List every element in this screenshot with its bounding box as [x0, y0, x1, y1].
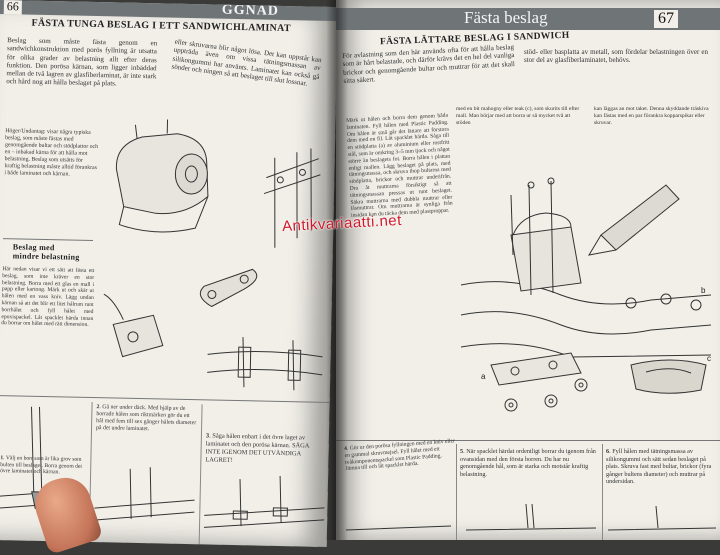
left-divider-1 [2, 238, 93, 241]
right-steps-sep-2 [602, 444, 603, 540]
illustration-sandwich-fitting: a b c [460, 177, 712, 412]
illustration-drilling-steps [0, 406, 325, 528]
right-col1-body: Märk ut hålen och borra dem genom båda l… [346, 112, 453, 220]
left-subheading: Beslag med mindre belastning [12, 242, 80, 262]
right-col3-mid: kan läggas an mot taket. Denna skyddande… [594, 106, 709, 126]
left-banner-fragment: GGNAD [221, 2, 280, 19]
right-page-number: 67 [654, 10, 678, 28]
book-spine [326, 0, 348, 540]
step-5-desc: När spacklet härdat ordentligt borrar du… [460, 448, 596, 478]
right-steps-sep-1 [456, 444, 457, 540]
left-page-number: 66 [3, 0, 23, 15]
right-col2-mid: med en bit mahogny eller teak (c), som s… [456, 106, 580, 126]
left-page: 66 GGNAD FÄSTA TUNGA BESLAG I ETT SANDWI… [0, 0, 338, 547]
step-6-number: 6 [606, 448, 610, 455]
right-banner-title: Fästa beslag [464, 8, 548, 27]
callout-c: c [707, 354, 711, 363]
right-col2-top: stöd- eller basplatta av metall, som för… [524, 48, 708, 65]
step-4-desc: Gör ur den porösa fyllningen med en kniv… [344, 438, 456, 473]
step-5-number: 5 [460, 448, 464, 455]
step-5-text: 5. När spacklet härdat ordentligt borrar… [460, 448, 596, 478]
left-body: Här nedan visar vi ett sätt att fästa et… [1, 266, 95, 329]
step-4-text: 4. Gör ur den porösa fyllningen med en k… [344, 438, 456, 473]
callout-a: a [481, 372, 486, 381]
step-6-text: 6. Fyll hålen med tätningsmassa av silik… [606, 448, 712, 486]
right-page: Fästa beslag 67 FÄSTA LÄTTARE BESLAG I S… [336, 0, 720, 540]
step-6-desc: Fyll hålen med tätningsmassa av silikong… [606, 448, 712, 486]
illustration-heavy-fittings [103, 119, 323, 391]
callout-b: b [701, 286, 706, 295]
right-col1-top: För avlastning som den här används ofta … [342, 42, 516, 85]
right-banner [336, 8, 720, 30]
left-section-title: FÄSTA TUNGA BESLAG I ETT SANDWICHLAMINAT [31, 17, 291, 35]
left-col1-intro: Beslag som måste fästa genom en sandwich… [6, 36, 158, 88]
left-col2-intro: eller skruvarna blir något lösa. Det kan… [171, 37, 323, 88]
left-caption: Höger/Undantag: visar några typiska besl… [4, 128, 99, 178]
illustration-right-steps [345, 503, 717, 531]
right-steps-divider [336, 440, 720, 441]
